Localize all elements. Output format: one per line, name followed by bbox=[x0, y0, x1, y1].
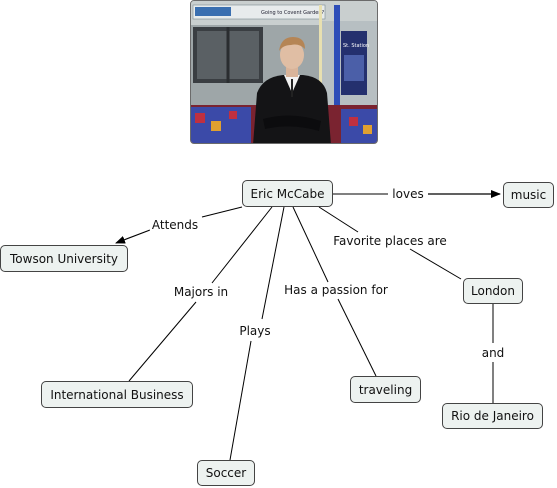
node-rio-de-janeiro[interactable]: Rio de Janeiro bbox=[442, 403, 543, 429]
node-rio-de-janeiro-label: Rio de Janeiro bbox=[451, 409, 534, 423]
node-international-business-label: International Business bbox=[50, 387, 184, 402]
subway-photo-image: Going to Covent Garden? St. Station bbox=[191, 1, 377, 143]
node-london-label: London bbox=[471, 284, 515, 298]
node-london[interactable]: London bbox=[463, 278, 523, 304]
node-traveling[interactable]: traveling bbox=[350, 376, 421, 403]
link-label-majors-in: Majors in bbox=[171, 285, 231, 299]
node-music-label: music bbox=[510, 188, 547, 202]
link-favorite-line-a bbox=[318, 206, 359, 233]
link-label-and: and bbox=[479, 346, 507, 360]
link-attends-line-b bbox=[115, 229, 151, 244]
link-passion-line-a bbox=[292, 206, 329, 283]
photo-poster-text: St. Station bbox=[343, 43, 369, 49]
link-label-plays: Plays bbox=[237, 324, 273, 338]
node-traveling-label: traveling bbox=[358, 382, 413, 397]
node-soccer[interactable]: Soccer bbox=[197, 460, 255, 486]
link-majors-line-a bbox=[211, 206, 273, 284]
node-towson-university[interactable]: Towson University bbox=[0, 245, 128, 272]
node-music[interactable]: music bbox=[503, 182, 554, 208]
node-eric-mccabe-label: Eric McCabe bbox=[250, 186, 325, 201]
link-passion-line-b bbox=[337, 298, 377, 377]
link-plays-line-b bbox=[229, 340, 252, 461]
node-soccer-label: Soccer bbox=[205, 466, 247, 480]
node-towson-university-label: Towson University bbox=[10, 251, 118, 266]
link-label-loves: loves bbox=[390, 187, 426, 201]
subway-photo: Going to Covent Garden? St. Station bbox=[190, 0, 378, 144]
link-attends-line-a bbox=[201, 206, 243, 218]
link-majors-line-b bbox=[128, 301, 197, 382]
link-favorite-line-b bbox=[409, 248, 462, 280]
node-eric-mccabe[interactable]: Eric McCabe bbox=[242, 180, 333, 207]
photo-sign-text: Going to Covent Garden? bbox=[261, 10, 324, 16]
link-plays-line-a bbox=[261, 206, 285, 320]
node-international-business[interactable]: International Business bbox=[41, 381, 193, 408]
link-label-attends: Attends bbox=[149, 218, 201, 232]
link-label-passion: Has a passion for bbox=[282, 283, 390, 297]
link-label-favorite-places: Favorite places are bbox=[331, 234, 449, 248]
